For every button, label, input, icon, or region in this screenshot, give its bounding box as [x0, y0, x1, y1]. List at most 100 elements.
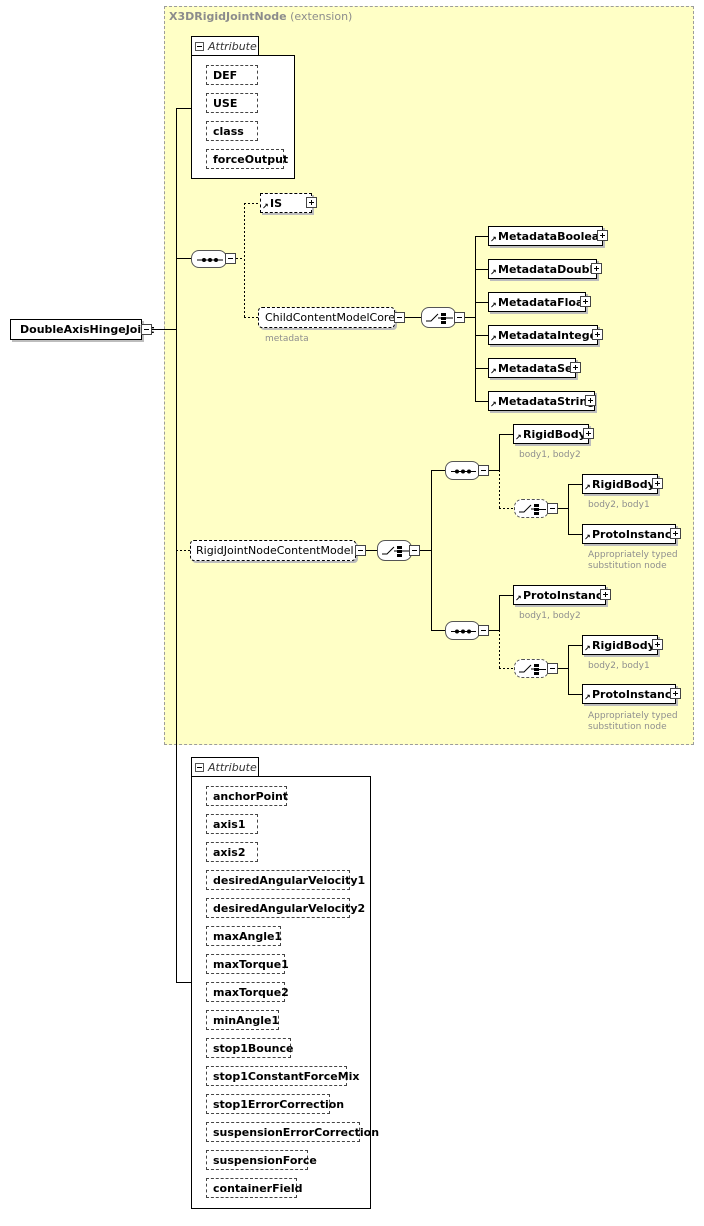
branch1-choice-rigidbody[interactable]: ↗RigidBody: [582, 474, 658, 494]
choice-icon: [519, 504, 546, 515]
element-label: RigidBody: [523, 427, 586, 441]
ext-attr-label: USE: [213, 96, 238, 110]
own-attribute-tab[interactable]: Attribute: [191, 757, 259, 777]
attr-desiredangularvelocity2[interactable]: desiredAngularVelocity2: [206, 898, 365, 918]
metadata-float-expand[interactable]: [580, 296, 591, 307]
attr-stop1errorcorrection[interactable]: stop1ErrorCorrection: [206, 1094, 344, 1114]
branch1-choice-rigidbody-expand[interactable]: [652, 478, 663, 489]
root-label: DoubleAxisHingeJoint: [20, 323, 155, 336]
sequence-compositor-branch2[interactable]: [445, 621, 480, 640]
sequence-icon: [197, 258, 223, 262]
attr-maxangle1[interactable]: maxAngle1: [206, 926, 283, 946]
sequence-compositor[interactable]: [191, 250, 227, 268]
own-attribute-tab-label: Attribute: [208, 761, 257, 774]
attr-label: maxAngle1: [213, 929, 283, 943]
choice-compositor-branch2[interactable]: [514, 659, 549, 678]
metadata-string[interactable]: ↗MetadataString: [488, 391, 595, 411]
branch2-choice-protoinstance-note1: Appropriately typed: [588, 711, 678, 721]
metadata-string-expand[interactable]: [585, 395, 596, 406]
attr-suspensionerrorcorrection[interactable]: suspensionErrorCorrection: [206, 1122, 379, 1142]
branch2-choice-protoinstance-note2: substitution node: [588, 722, 667, 732]
child-content-group[interactable]: ChildContentModelCore: [258, 307, 395, 328]
branch1-choice-protoinstance-expand[interactable]: [670, 528, 681, 539]
metadata-integer[interactable]: ↗MetadataInteger: [488, 325, 602, 345]
attr-containerfield[interactable]: containerField: [206, 1178, 302, 1198]
attr-label: maxTorque2: [213, 985, 289, 999]
ext-attr-class[interactable]: class: [206, 121, 258, 141]
reference-arrow-icon: ↗: [262, 202, 269, 211]
ext-attr-use[interactable]: USE: [206, 93, 258, 113]
choice-compositor-metadata[interactable]: [421, 307, 456, 328]
ext-attr-def[interactable]: DEF: [206, 65, 258, 85]
reference-arrow-icon: ↗: [490, 268, 497, 277]
metadata-boolean-expand[interactable]: [597, 230, 608, 241]
child-content-collapse-toggle[interactable]: [394, 312, 405, 323]
collapse-icon[interactable]: [195, 763, 204, 772]
choice-icon: [426, 313, 453, 324]
ext-attribute-tab[interactable]: Attribute: [191, 36, 259, 55]
branch2-protoinstance[interactable]: ↗ProtoInstance: [513, 585, 610, 605]
reference-arrow-icon: ↗: [584, 533, 591, 542]
extension-suffix: (extension): [286, 10, 353, 23]
metadata-double-expand[interactable]: [591, 263, 602, 274]
branch2-choice-protoinstance[interactable]: ↗ProtoInstance: [582, 684, 679, 704]
attr-label: maxTorque1: [213, 957, 289, 971]
element-label: ProtoInstance: [592, 527, 679, 541]
attr-maxtorque1[interactable]: maxTorque1: [206, 954, 289, 974]
branch1-rigidbody-expand[interactable]: [583, 428, 594, 439]
ext-attr-forceoutput[interactable]: forceOutput: [206, 149, 288, 169]
metadata-set-expand[interactable]: [570, 362, 581, 373]
metadata-float[interactable]: ↗MetadataFloat: [488, 292, 589, 312]
choice-branch1-collapse-toggle[interactable]: [547, 503, 558, 514]
metadata-label: MetadataBoolean: [498, 229, 608, 243]
branch1-rigidbody[interactable]: ↗RigidBody: [513, 424, 589, 444]
rigid-content-collapse-toggle[interactable]: [355, 545, 366, 556]
branch2-protoinstance-note: body1, body2: [519, 611, 581, 621]
rigid-content-label: RigidJointNodeContentModel: [196, 544, 354, 557]
attr-label: minAngle1: [213, 1013, 280, 1027]
attr-axis2[interactable]: axis2: [206, 842, 258, 862]
rigid-content-group[interactable]: RigidJointNodeContentModel: [190, 540, 356, 561]
choice-branch2-collapse-toggle[interactable]: [547, 663, 558, 674]
metadata-double[interactable]: ↗MetadataDouble: [488, 259, 601, 279]
branch2-choice-rigidbody[interactable]: ↗RigidBody: [582, 635, 658, 655]
attr-stop1constantforcemix[interactable]: stop1ConstantForceMix: [206, 1066, 360, 1086]
sequence-collapse-toggle[interactable]: [225, 253, 236, 264]
metadata-boolean[interactable]: ↗MetadataBoolean: [488, 226, 607, 246]
attr-maxtorque2[interactable]: maxTorque2: [206, 982, 289, 1002]
attr-minangle1[interactable]: minAngle1: [206, 1010, 279, 1030]
attr-label: stop1ConstantForceMix: [213, 1069, 360, 1083]
ext-attr-label: class: [213, 124, 244, 138]
reference-arrow-icon: ↗: [584, 644, 591, 653]
choice-rigid-collapse-toggle[interactable]: [409, 545, 420, 556]
branch2-choice-protoinstance-expand[interactable]: [670, 688, 681, 699]
metadata-label: MetadataSet: [498, 361, 578, 375]
element-label: ProtoInstance: [592, 687, 679, 701]
sequence-branch2-collapse-toggle[interactable]: [478, 625, 489, 636]
branch2-choice-rigidbody-note: body2, body1: [588, 661, 650, 671]
is-expand-toggle[interactable]: [306, 197, 317, 208]
branch2-choice-rigidbody-expand[interactable]: [652, 639, 663, 650]
collapse-icon[interactable]: [195, 41, 204, 51]
attr-suspensionforce[interactable]: suspensionForce: [206, 1150, 317, 1170]
branch2-protoinstance-expand[interactable]: [600, 589, 611, 600]
metadata-integer-expand[interactable]: [592, 329, 603, 340]
metadata-label: MetadataFloat: [498, 295, 589, 309]
attr-label: desiredAngularVelocity2: [213, 901, 366, 915]
choice-compositor-rigid[interactable]: [377, 540, 412, 561]
attr-desiredangularvelocity1[interactable]: desiredAngularVelocity1: [206, 870, 365, 890]
is-element[interactable]: ↗ IS: [260, 193, 312, 213]
attr-label: containerField: [213, 1181, 303, 1195]
attr-anchorpoint[interactable]: anchorPoint: [206, 786, 288, 806]
metadata-set[interactable]: ↗MetadataSet: [488, 358, 578, 378]
attr-axis1[interactable]: axis1: [206, 814, 258, 834]
choice-compositor-branch1[interactable]: [514, 499, 549, 518]
root-element[interactable]: DoubleAxisHingeJoint: [10, 319, 154, 340]
sequence-branch1-collapse-toggle[interactable]: [478, 465, 489, 476]
root-collapse-toggle[interactable]: [141, 324, 152, 335]
choice-metadata-collapse-toggle[interactable]: [454, 312, 465, 323]
branch1-choice-protoinstance[interactable]: ↗ProtoInstance: [582, 524, 679, 544]
attr-stop1bounce[interactable]: stop1Bounce: [206, 1038, 293, 1058]
sequence-compositor-branch1[interactable]: [445, 461, 480, 480]
